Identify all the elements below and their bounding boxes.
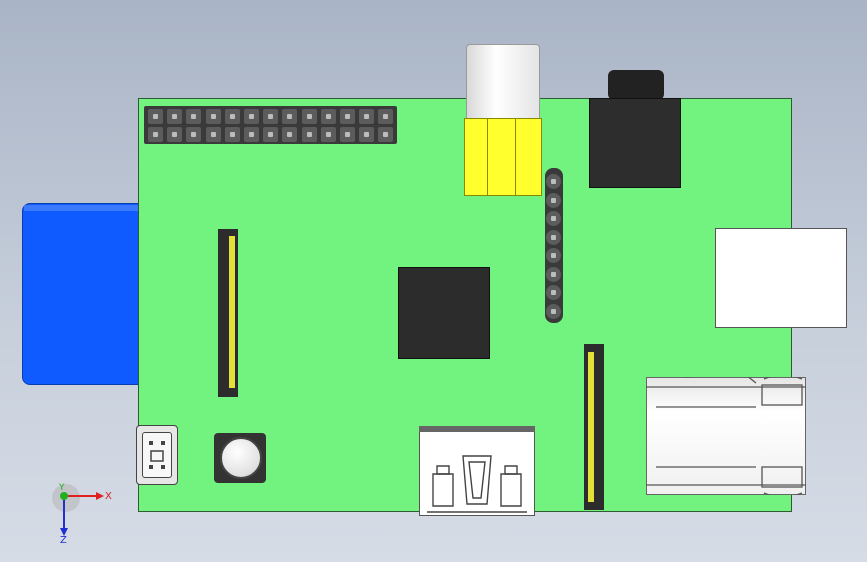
rca-connector (464, 118, 542, 196)
gpio-pin (359, 109, 375, 124)
gpio-pin (224, 109, 240, 124)
x-axis-arrow-icon (96, 492, 104, 500)
header-pin (546, 303, 561, 319)
sd-card-edge (24, 205, 138, 211)
y-axis-label: Y (58, 483, 65, 493)
gpio-pin (224, 127, 240, 142)
header-pin (546, 192, 561, 208)
gpio-pin (167, 127, 183, 142)
gpio-pin (205, 109, 221, 124)
gpio-pin (244, 109, 259, 124)
rca-seam (515, 119, 516, 195)
gpio-pin (359, 127, 375, 142)
display-ribbon-connector (218, 229, 238, 397)
z-axis-arrow-icon (60, 528, 68, 536)
y-axis-icon (60, 492, 68, 500)
header-pin (546, 211, 561, 226)
header-pin (546, 229, 561, 245)
header-pin (546, 174, 561, 189)
gpio-pin (205, 127, 221, 142)
gpio-pin (282, 127, 298, 142)
x-axis-label: X (105, 491, 112, 502)
header-pin (546, 266, 561, 282)
hdmi-detail-icon (419, 426, 535, 513)
camera-ribbon-connector (584, 344, 604, 510)
gpio-pin (186, 127, 202, 142)
z-axis-label: Z (60, 535, 67, 544)
gpio-pin (378, 109, 394, 124)
gpio-pin (167, 109, 183, 124)
axis-triad: X Y Z (52, 483, 112, 544)
hdmi-port (419, 426, 535, 516)
display-ribbon-contacts (229, 236, 235, 388)
header-pin (546, 248, 561, 263)
gpio-header (144, 106, 397, 144)
gpio-pin (301, 127, 317, 142)
micro-usb-socket (142, 432, 172, 478)
gpio-pin (340, 127, 355, 142)
rca-connector-body (466, 44, 540, 120)
rca-seam (487, 119, 488, 195)
ethernet-detail-icon (646, 377, 806, 495)
processor-chip (398, 267, 490, 359)
audio-jack-barrel (608, 70, 664, 100)
vertical-pin-header (545, 168, 563, 323)
gpio-pin (244, 127, 259, 142)
push-button (220, 437, 262, 479)
gpio-pin (263, 127, 279, 142)
sd-card (22, 203, 140, 385)
ethernet-port (646, 377, 806, 495)
gpio-pin (186, 109, 202, 124)
gpio-pin (148, 109, 163, 124)
gpio-pin (340, 109, 355, 124)
usb-connector (715, 228, 847, 328)
camera-ribbon-contacts (588, 352, 594, 502)
gpio-pin (263, 109, 279, 124)
gpio-pin (320, 127, 336, 142)
gpio-pin (301, 109, 317, 124)
micro-usb-detail-icon (149, 441, 165, 469)
audio-jack (589, 98, 681, 188)
header-pin (546, 285, 561, 300)
gpio-pin (320, 109, 336, 124)
gpio-pin (378, 127, 394, 142)
gpio-pin (148, 127, 163, 142)
gpio-pin (282, 109, 298, 124)
